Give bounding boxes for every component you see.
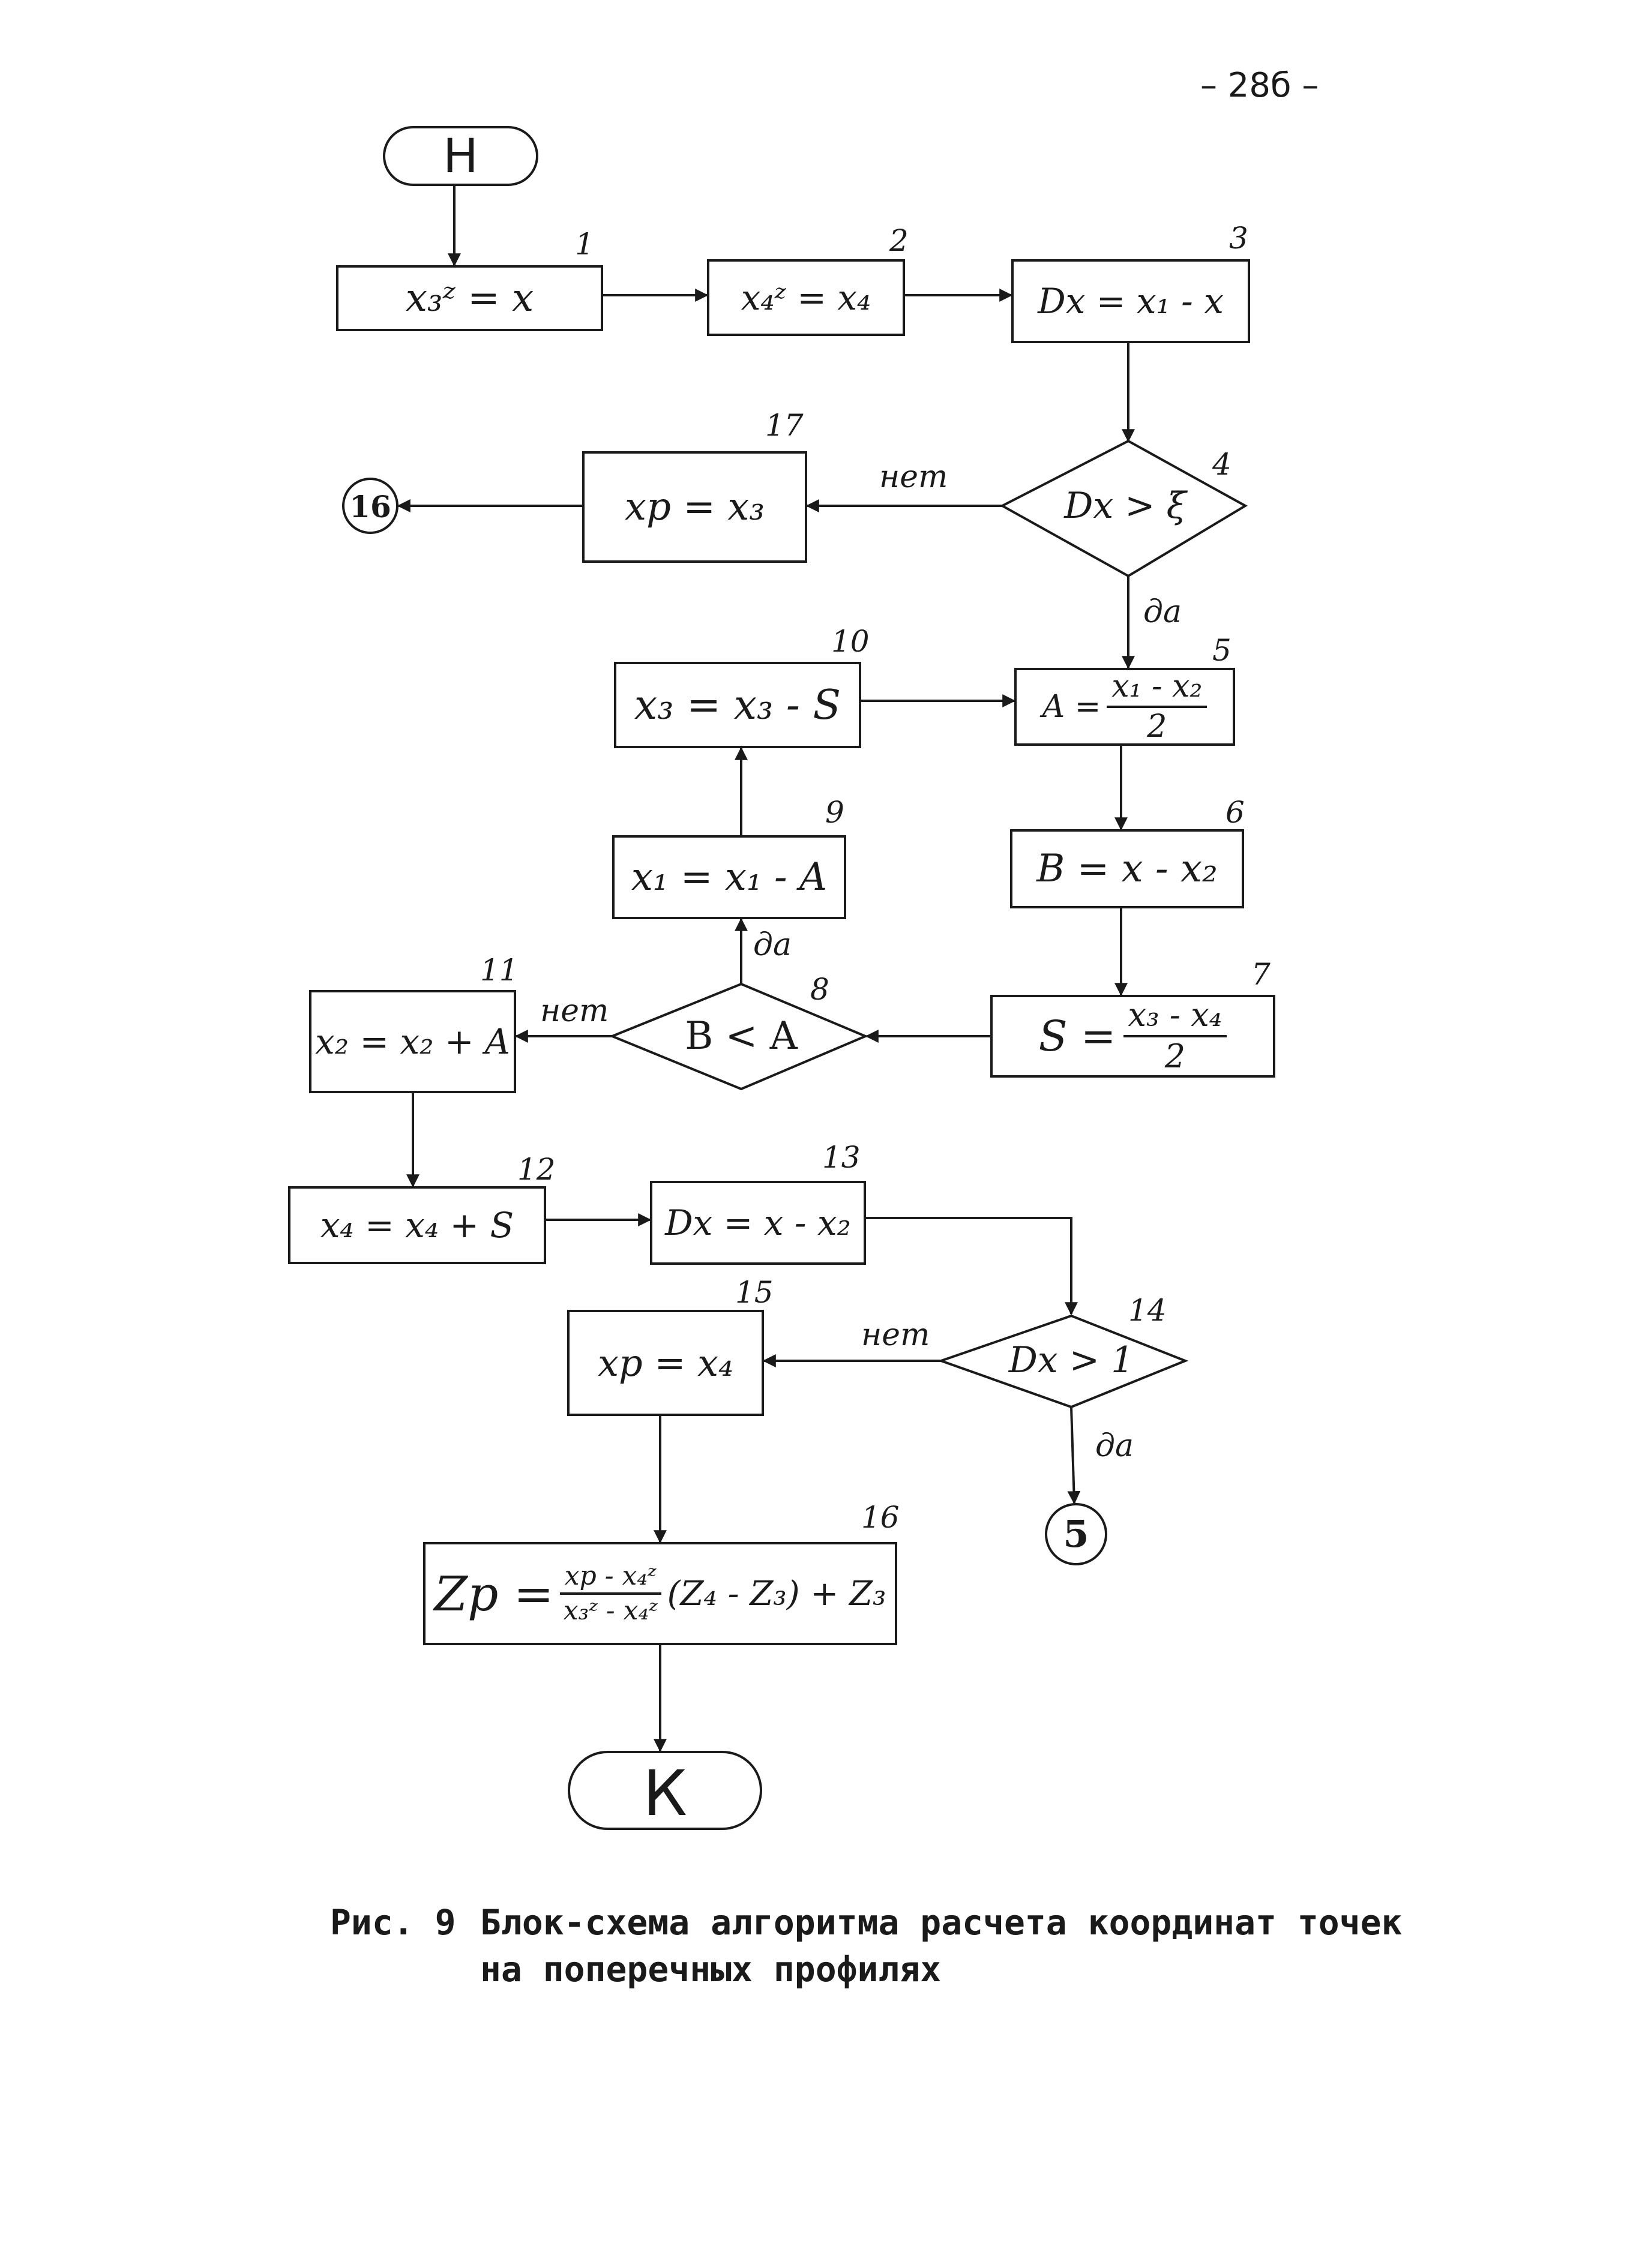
decision-14-yes-label: да [1095, 1428, 1134, 1464]
block-15-formula: xp = x₄ [598, 1341, 733, 1385]
block-10-number: 10 [831, 624, 870, 659]
block-1-formula: x₃ᶻ = x [405, 276, 534, 320]
block-11-formula: x₂ = x₂ + A [315, 1021, 510, 1062]
block-5-lhs: A = [1042, 689, 1101, 725]
block-9-formula: x₁ = x₁ - A [631, 855, 828, 899]
block-8-number: 8 [810, 972, 829, 1007]
block-16-denominator: x₃ᶻ - x₄ᶻ [563, 1595, 658, 1626]
start-terminal-shape [383, 126, 538, 186]
block-3-formula: Dx = x₁ - x [1038, 281, 1224, 322]
block-15: xp = x₄ [567, 1310, 764, 1416]
block-5-fraction: x₁ - x₂ 2 [1107, 670, 1207, 743]
block-16-numerator: xp - x₄ᶻ [559, 1562, 661, 1595]
start-terminal-label: Н [443, 130, 478, 184]
block-17: xp = x₃ [582, 451, 807, 563]
block-7-fraction: x₃ - x₄ 2 [1123, 998, 1227, 1073]
block-2-number: 2 [889, 223, 909, 258]
block-6-number: 6 [1226, 795, 1245, 830]
block-13: Dx = x - x₂ [650, 1181, 866, 1265]
flow-13-to-14 [866, 1217, 1078, 1316]
block-6: B = x - x₂ [1010, 829, 1244, 908]
page-number: – 28б – [1200, 66, 1319, 105]
block-14-number: 14 [1128, 1293, 1167, 1328]
block-7-number: 7 [1251, 957, 1271, 992]
block-6-formula: B = x - x₂ [1036, 847, 1218, 891]
block-1-number: 1 [575, 227, 594, 262]
block-4-number: 4 [1212, 447, 1232, 482]
block-12-formula: x₄ = x₄ + S [320, 1205, 514, 1246]
block-5: A = x₁ - x₂ 2 [1014, 668, 1235, 746]
figure-number: Рис. 9 [330, 1902, 456, 1943]
block-16: Zp = xp - x₄ᶻ x₃ᶻ - x₄ᶻ (Z₄ - Z₃) + Z₃ [423, 1542, 897, 1645]
decision-4-yes-label: да [1143, 594, 1182, 630]
decision-14-formula: Dx > 1 [1008, 1339, 1134, 1381]
figure-title-line-2: на поперечных профилях [480, 1949, 942, 1990]
block-17-number: 17 [765, 408, 804, 443]
block-5-denominator: 2 [1147, 709, 1167, 745]
block-16-lhs: Zp = [434, 1565, 554, 1622]
decision-8-formula: B < A [685, 1014, 798, 1058]
block-10: x₃ = x₃ - S [614, 662, 861, 748]
block-16-number: 16 [861, 1500, 900, 1535]
block-13-number: 13 [822, 1140, 861, 1175]
block-7-denominator: 2 [1164, 1037, 1186, 1075]
decision-8-yes-label: да [753, 927, 792, 963]
decision-14-shape [937, 1314, 1189, 1409]
figure-caption: Рис. 9 Блок-схема алгоритма расчета коорд… [330, 1899, 1410, 1993]
end-terminal-label: К [643, 1757, 687, 1830]
block-2-formula: x₄ᶻ = x₄ [741, 277, 871, 318]
block-3: Dx = x₁ - x [1011, 259, 1250, 343]
block-11-number: 11 [480, 953, 519, 988]
connector-16-label: 16 [349, 489, 391, 524]
decision-14-no-label: нет [861, 1317, 930, 1353]
block-5-number: 5 [1212, 633, 1232, 668]
block-13-formula: Dx = x - x₂ [665, 1202, 851, 1243]
block-7-lhs: S = [1038, 1012, 1116, 1061]
block-3-number: 3 [1229, 221, 1248, 256]
decision-4-shape [999, 439, 1248, 578]
block-11: x₂ = x₂ + A [309, 990, 516, 1093]
flow-14-yes-to-connector-5 [1067, 1406, 1081, 1505]
decision-8-no-label: нет [540, 993, 609, 1029]
block-16-rhs: (Z₄ - Z₃) + Z₃ [667, 1574, 886, 1613]
block-1: x₃ᶻ = x [336, 265, 603, 331]
decision-4-no-label: нет [879, 459, 948, 495]
block-7: S = x₃ - x₄ 2 [990, 995, 1275, 1078]
block-9: x₁ = x₁ - A [612, 835, 846, 919]
block-7-numerator: x₃ - x₄ [1123, 998, 1227, 1037]
block-16-fraction: xp - x₄ᶻ x₃ᶻ - x₄ᶻ [559, 1562, 661, 1626]
block-12: x₄ = x₄ + S [288, 1186, 546, 1264]
figure-title-line-1: Блок-схема алгоритма расчета координат т… [480, 1902, 1403, 1943]
block-5-numerator: x₁ - x₂ [1107, 670, 1207, 708]
block-2: x₄ᶻ = x₄ [707, 259, 905, 336]
decision-4-formula: Dx > ξ [1064, 485, 1186, 527]
block-17-formula: xp = x₃ [624, 485, 765, 529]
block-10-formula: x₃ = x₃ - S [634, 681, 841, 729]
block-15-number: 15 [735, 1275, 774, 1310]
figure-caption-line-1: Рис. 9 Блок-схема алгоритма расчета коорд… [330, 1899, 1410, 1946]
block-12-number: 12 [517, 1152, 556, 1187]
block-9-number: 9 [825, 795, 844, 830]
connector-5-label: 5 [1063, 1512, 1089, 1556]
